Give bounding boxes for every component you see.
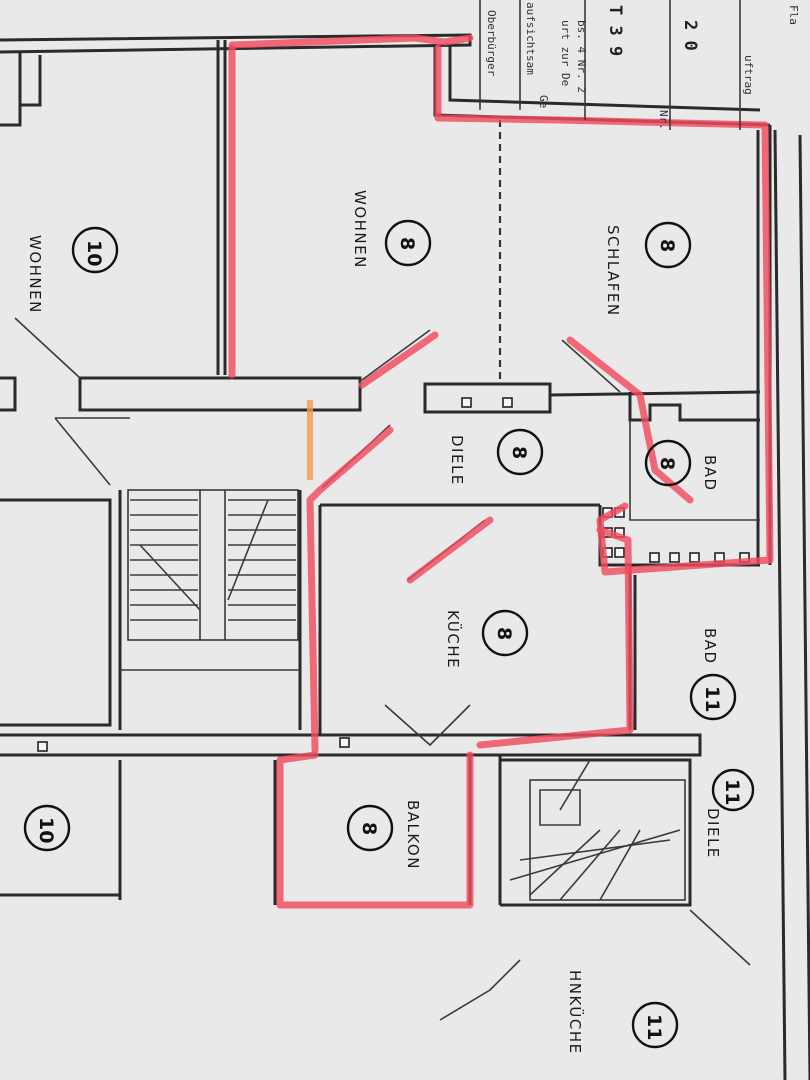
room-left-lower: 10 [23,804,71,852]
room-label-diele-lower: DIELE [704,808,722,859]
stamp-line-4: bs. 4 Nr. 2 [575,20,588,93]
room-number-bad-lower: 11 [701,686,723,712]
room-label-wohnen-left: WOHNEN [26,235,44,314]
room-number-circle [346,804,394,852]
column-square [689,552,700,563]
room-number-balkon: 8 [358,822,380,835]
room-wohnen: WOHNEN 8 [351,190,432,269]
room-number-circle [496,428,544,476]
column-square [614,547,625,558]
room-number-left-lower: 10 [35,817,57,843]
door-swings [14,317,751,1021]
room-bad-lower: BAD 11 [689,628,737,721]
room-label-kueche: KÜCHE [444,610,463,669]
room-number-circle [23,804,71,852]
stamp-line-3: urt zur De [559,20,572,86]
room-number-wohnkueche: 11 [643,1014,665,1040]
column-square [461,397,472,408]
stamp-line-5: T 3 9 [605,5,625,56]
stamp-line-1: Oberbürger [485,10,498,77]
room-number-circle [481,609,529,657]
room-number-wohnen-left: 10 [83,240,105,266]
room-wohnen-left: WOHNEN 10 [26,226,119,314]
staircase [120,489,300,671]
approval-stamp: Oberbürger aufsichtsam urt zur De bs. 4 … [479,0,800,130]
room-kueche: KÜCHE 8 [444,609,529,669]
room-schlafen: SCHLAFEN 8 [604,221,692,317]
room-number-kueche: 8 [493,627,515,640]
room-number-circle [689,673,737,721]
stamp-line-9: Ge [537,95,550,108]
room-number-bad: 8 [656,457,678,470]
room-diele: DIELE 8 [448,428,544,486]
column-square [37,741,48,752]
room-number-circle [644,439,692,487]
spiral-stair [509,759,686,901]
room-number-wohnen: 8 [396,237,418,250]
column-square [502,397,513,408]
room-label-balkon: BALKON [404,800,422,870]
room-label-bad: BAD [701,455,719,492]
room-number-diele-lower: 11 [721,779,743,805]
room-label-wohnen: WOHNEN [351,190,369,269]
room-label-wohnkueche: HNKÜCHE [566,970,585,1055]
stamp-line-10: Fla [787,5,800,25]
column-square [339,737,350,748]
column-square [669,552,680,563]
room-label-diele: DIELE [448,435,466,486]
outer-walls [0,33,810,1080]
room-number-circle [384,219,432,267]
room-number-diele: 8 [508,446,530,459]
room-number-circle [631,1001,679,1049]
stamp-line-2: aufsichtsam [524,2,537,75]
room-bad: BAD 8 [644,439,719,492]
room-number-circle [71,226,119,274]
stamp-line-6: 2 0 [680,20,700,51]
room-wohnkueche: HNKÜCHE 11 [566,970,679,1055]
room-number-circle [644,221,692,269]
stamp-line-8: Nr. [657,110,670,130]
room-label-schlafen: SCHLAFEN [604,225,622,317]
stamp-line-7: uftrag [742,55,755,95]
room-balkon: BALKON 8 [346,800,422,870]
room-number-circle [711,768,755,812]
column-square [649,552,660,563]
room-diele-lower: DIELE 11 [704,768,755,859]
room-label-bad-lower: BAD [701,628,719,665]
room-number-schlafen: 8 [656,239,678,252]
